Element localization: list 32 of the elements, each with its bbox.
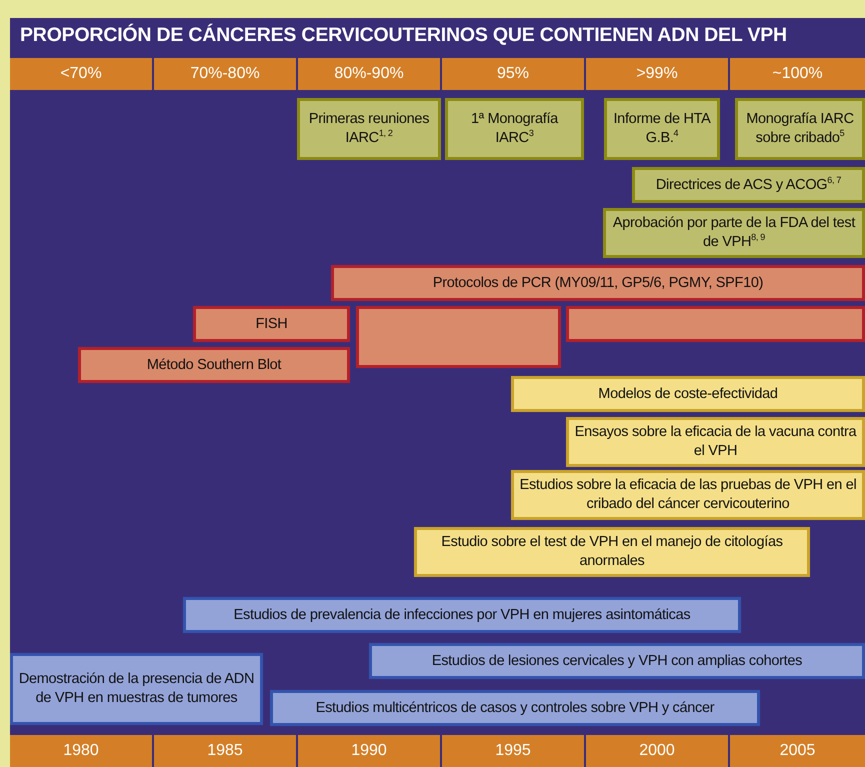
chart-title: PROPORCIÓN DE CÁNCERES CERVICOUTERINOS QUE CONTIENEN ADN DEL VPH (20, 24, 787, 47)
timeline-bar: Aprobación por parte de la FDA del test de VPH$^{8, 9}$ (603, 208, 865, 258)
timeline-bar: 1ª Monografía IARC$^{3}$ (445, 98, 584, 160)
timeline-bar: Modelos de coste-efectividad (511, 376, 865, 412)
timeline-bar: Primeras reuniones IARC$^{1, 2}$ (297, 98, 441, 160)
timeline-bar: Demostración de la presencia de ADN de VPH en muestras de tumores (10, 653, 263, 725)
year-cell: 1990 (298, 735, 440, 767)
timeline-bar: Método Southern Blot (78, 347, 350, 383)
timeline-bar: Informe de HTA G.B.$^{4}$ (604, 98, 720, 160)
percentage-header-cell: 70%-80% (154, 58, 296, 90)
percentage-header-cell: >99% (586, 58, 728, 90)
year-cell: 2005 (730, 735, 865, 767)
timeline-bar: Estudios de prevalencia de infecciones por VPH en mujeres asintomáticas (183, 597, 741, 633)
percentage-header-cell: <70% (10, 58, 152, 90)
year-cell: 1980 (10, 735, 152, 767)
percentage-header-cell: ~100% (730, 58, 865, 90)
timeline-bar: Protocolos de PCR (MY09/11, GP5/6, PGMY, SPF10) (331, 265, 865, 301)
year-cell: 1985 (154, 735, 296, 767)
percentage-header-cell: 80%-90% (298, 58, 440, 90)
timeline-bar: Directrices de ACS y ACOG$^{6, 7}$ (632, 167, 865, 203)
timeline-bar: Estudios de lesiones cervicales y VPH con amplias cohortes (369, 643, 865, 679)
timeline-bar: Ensayos sobre la eficacia de la vacuna contra el VPH (566, 417, 865, 467)
timeline-bar: Estudio sobre el test de VPH en el manejo de citologías anormales (414, 527, 810, 577)
percentage-header-cell: 95% (442, 58, 584, 90)
year-cell: 1995 (442, 735, 584, 767)
timeline-bar: Estudios sobre la eficacia de las pruebas de VPH en el cribado del cáncer cervicouterino (511, 470, 865, 520)
timeline-bar: Estudios multicéntricos de casos y controles sobre VPH y cáncer (270, 690, 760, 726)
year-cell: 2000 (586, 735, 728, 767)
empty-bar (566, 306, 865, 342)
timeline-bar: FISH (193, 306, 350, 342)
empty-bar (356, 306, 561, 368)
timeline-bar: Monografía IARC sobre cribado$^{5}$ (735, 98, 865, 160)
